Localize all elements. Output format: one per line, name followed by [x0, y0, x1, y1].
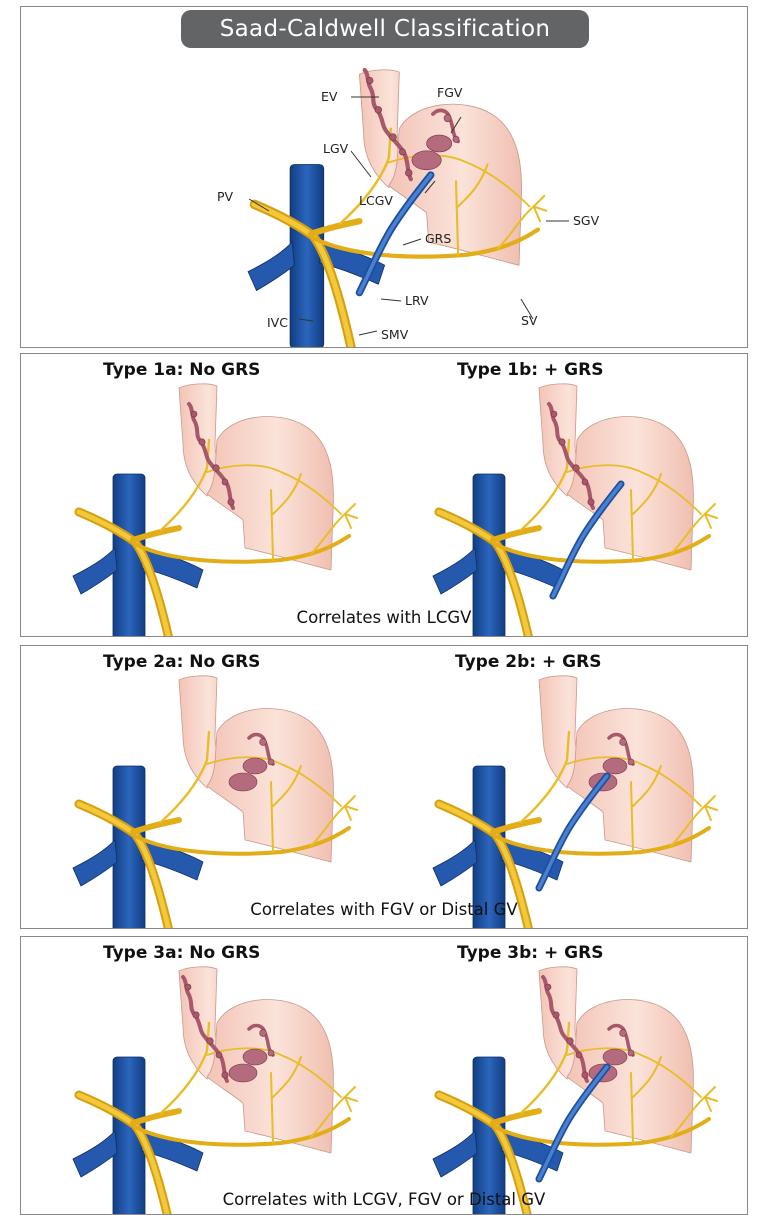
overview-anatomy-diagram: EV FGV LGV LCGV PV SGV GRS LRV SV IVC SM… — [21, 49, 748, 348]
classification-title: Saad-Caldwell Classification — [181, 10, 589, 48]
label-ev: EV — [321, 89, 338, 104]
type-2-caption: Correlates with FGV or Distal GV — [21, 900, 747, 919]
label-pv: PV — [217, 189, 234, 204]
label-smv: SMV — [381, 327, 409, 342]
label-lrv: LRV — [405, 293, 429, 308]
label-lgv: LGV — [323, 141, 349, 156]
label-grs: GRS — [425, 231, 451, 246]
label-sv: SV — [521, 313, 538, 328]
label-sgv: SGV — [573, 213, 600, 228]
type-1a-diagram — [51, 374, 381, 604]
type-3b-diagram — [411, 957, 741, 1187]
type-1-panel: Type 1a: No GRS Type 1b: + GRS Correlate… — [20, 353, 748, 637]
type-3-caption: Correlates with LCGV, FGV or Distal GV — [21, 1190, 747, 1209]
label-fgv: FGV — [437, 85, 463, 100]
label-lcgv: LCGV — [359, 193, 393, 208]
type-1b-diagram — [411, 374, 741, 604]
overview-panel: Saad-Caldwell Classification EV FGV LGV … — [20, 6, 748, 348]
type-2-panel: Type 2a: No GRS Type 2b: + GRS Correlate… — [20, 645, 748, 929]
type-1-caption: Correlates with LCGV — [21, 608, 747, 627]
type-3a-diagram — [51, 957, 381, 1187]
type-2b-diagram — [411, 666, 741, 896]
type-2a-diagram — [51, 666, 381, 896]
label-ivc: IVC — [267, 315, 288, 330]
type-3-panel: Type 3a: No GRS Type 3b: + GRS Correlate… — [20, 936, 748, 1215]
